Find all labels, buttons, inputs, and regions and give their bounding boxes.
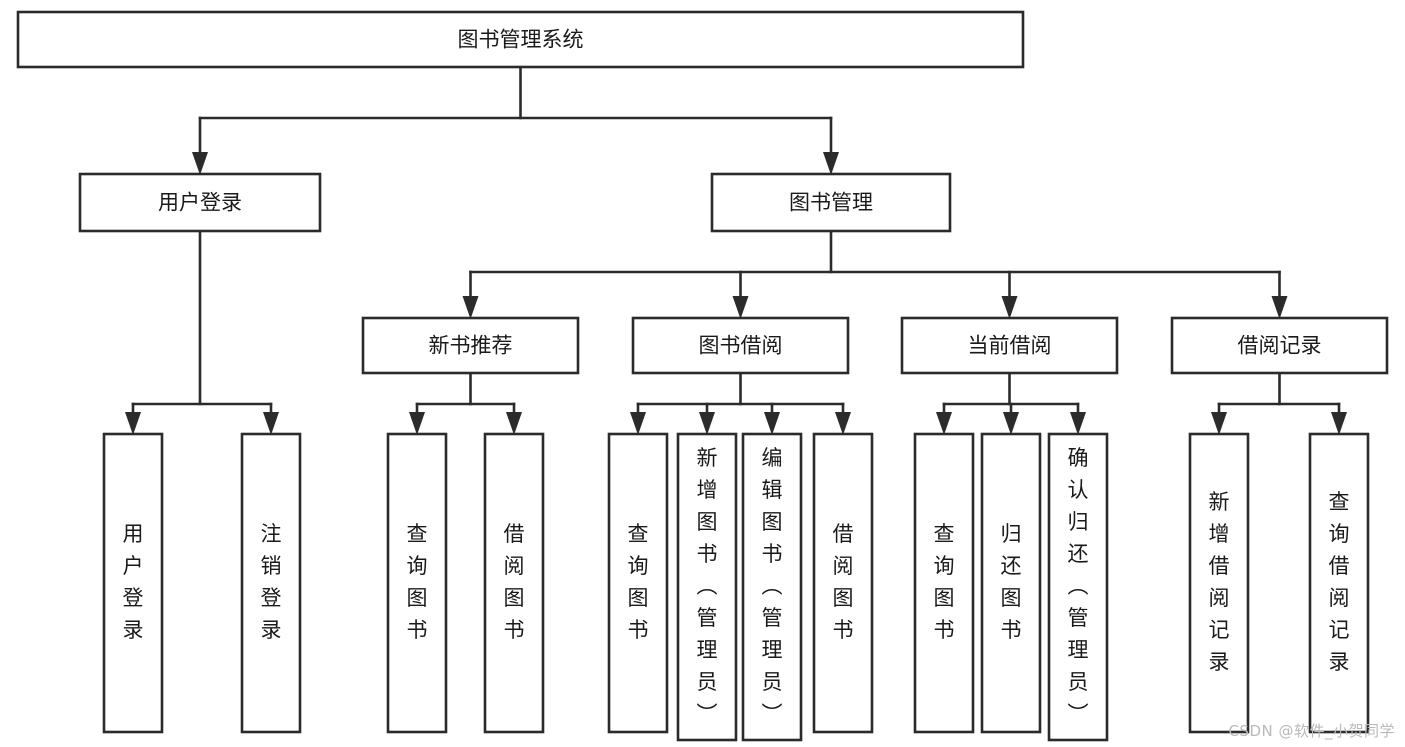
arrow-head-leaf-user-login	[125, 412, 141, 435]
node-label-new-book-recommend: 新书推荐	[429, 334, 513, 358]
node-leaf-query-record[interactable]: 查询借阅记录	[1308, 432, 1370, 734]
node-root[interactable]: 图书管理系统	[16, 10, 1025, 69]
arrow-head-leaf-query-book-2	[630, 412, 646, 435]
arrow-head-leaf-logout	[263, 412, 279, 435]
node-label-leaf-add-record: 新增借阅记录	[1209, 490, 1230, 674]
arrow-head-leaf-borrow-book-2	[835, 412, 851, 435]
node-box-leaf-query-book-2[interactable]	[607, 432, 669, 734]
node-box-leaf-return-book[interactable]	[980, 432, 1042, 734]
node-box-new-book-recommend[interactable]	[361, 316, 580, 375]
node-box-leaf-borrow-book-2[interactable]	[812, 432, 874, 734]
node-leaf-confirm-return[interactable]: 确认归还︵管理员︶	[1047, 432, 1109, 742]
node-label-leaf-borrow-book-2: 借阅图书	[833, 522, 854, 642]
node-box-leaf-add-book[interactable]	[676, 432, 738, 742]
node-label-leaf-return-book: 归还图书	[1001, 522, 1022, 642]
node-box-leaf-logout[interactable]	[240, 432, 302, 734]
node-label-leaf-add-book: 新增图书︵管理员︶	[697, 446, 718, 726]
node-box-leaf-query-book-1[interactable]	[386, 432, 448, 734]
node-box-root[interactable]	[16, 10, 1025, 69]
node-leaf-user-login[interactable]: 用户登录	[102, 432, 164, 734]
node-current-borrow[interactable]: 当前借阅	[900, 316, 1119, 375]
arrow-head-leaf-add-record	[1211, 412, 1227, 435]
node-box-leaf-edit-book[interactable]	[741, 432, 803, 742]
node-user-login[interactable]: 用户登录	[78, 172, 322, 233]
edge-layer	[125, 65, 1347, 435]
arrow-head-book-manage	[823, 152, 839, 175]
node-label-leaf-query-book-3: 查询图书	[934, 522, 955, 642]
node-label-leaf-borrow-book-1: 借阅图书	[504, 522, 525, 642]
node-box-borrow-record[interactable]	[1170, 316, 1389, 375]
node-book-manage[interactable]: 图书管理	[710, 172, 952, 233]
node-box-leaf-query-book-3[interactable]	[913, 432, 975, 734]
arrow-head-new-book-recommend	[462, 296, 479, 319]
arrow-head-leaf-confirm-return	[1070, 412, 1086, 435]
node-box-user-login[interactable]	[78, 172, 322, 233]
node-box-leaf-user-login[interactable]	[102, 432, 164, 734]
arrow-head-leaf-query-record	[1331, 412, 1347, 435]
node-label-current-borrow: 当前借阅	[968, 334, 1052, 358]
node-label-leaf-edit-book: 编辑图书︵管理员︶	[762, 446, 783, 726]
node-label-leaf-user-login: 用户登录	[123, 522, 144, 642]
arrow-head-user-login	[192, 152, 208, 175]
node-label-user-login: 用户登录	[158, 191, 242, 215]
node-leaf-query-book-1[interactable]: 查询图书	[386, 432, 448, 734]
arrow-head-book-borrow	[732, 296, 749, 319]
node-label-book-manage: 图书管理	[789, 191, 873, 215]
node-leaf-query-book-2[interactable]: 查询图书	[607, 432, 669, 734]
arrow-head-leaf-query-book-1	[409, 412, 425, 435]
node-leaf-return-book[interactable]: 归还图书	[980, 432, 1042, 734]
node-label-leaf-logout: 注销登录	[261, 522, 282, 642]
arrow-head-borrow-record	[1271, 296, 1288, 319]
arrow-head-leaf-query-book-3	[936, 412, 952, 435]
arrow-head-leaf-edit-book	[764, 412, 780, 435]
node-label-leaf-query-book-2: 查询图书	[628, 522, 649, 642]
node-book-borrow[interactable]: 图书借阅	[631, 316, 850, 375]
node-leaf-logout[interactable]: 注销登录	[240, 432, 302, 734]
arrow-head-leaf-return-book	[1003, 412, 1019, 435]
node-label-book-borrow: 图书借阅	[699, 334, 783, 358]
node-label-leaf-query-book-1: 查询图书	[407, 522, 428, 642]
node-leaf-add-book[interactable]: 新增图书︵管理员︶	[676, 432, 738, 742]
node-box-book-manage[interactable]	[710, 172, 952, 233]
arrow-head-leaf-add-book	[699, 412, 715, 435]
node-box-leaf-query-record[interactable]	[1308, 432, 1370, 734]
node-leaf-edit-book[interactable]: 编辑图书︵管理员︶	[741, 432, 803, 742]
node-leaf-query-book-3[interactable]: 查询图书	[913, 432, 975, 734]
node-new-book-recommend[interactable]: 新书推荐	[361, 316, 580, 375]
node-leaf-add-record[interactable]: 新增借阅记录	[1188, 432, 1250, 734]
node-label-root: 图书管理系统	[458, 28, 584, 52]
arrow-head-leaf-borrow-book-1	[506, 412, 522, 435]
node-label-leaf-query-record: 查询借阅记录	[1329, 490, 1350, 674]
node-box-book-borrow[interactable]	[631, 316, 850, 375]
node-box-leaf-confirm-return[interactable]	[1047, 432, 1109, 742]
arrow-head-current-borrow	[1001, 296, 1018, 319]
node-layer: 图书管理系统用户登录图书管理新书推荐图书借阅当前借阅借阅记录用户登录注销登录查询…	[16, 10, 1389, 742]
node-borrow-record[interactable]: 借阅记录	[1170, 316, 1389, 375]
node-box-current-borrow[interactable]	[900, 316, 1119, 375]
node-leaf-borrow-book-2[interactable]: 借阅图书	[812, 432, 874, 734]
node-box-leaf-add-record[interactable]	[1188, 432, 1250, 734]
node-box-leaf-borrow-book-1[interactable]	[483, 432, 545, 734]
node-label-leaf-confirm-return: 确认归还︵管理员︶	[1068, 446, 1089, 726]
node-label-borrow-record: 借阅记录	[1238, 334, 1322, 358]
node-leaf-borrow-book-1[interactable]: 借阅图书	[483, 432, 545, 734]
